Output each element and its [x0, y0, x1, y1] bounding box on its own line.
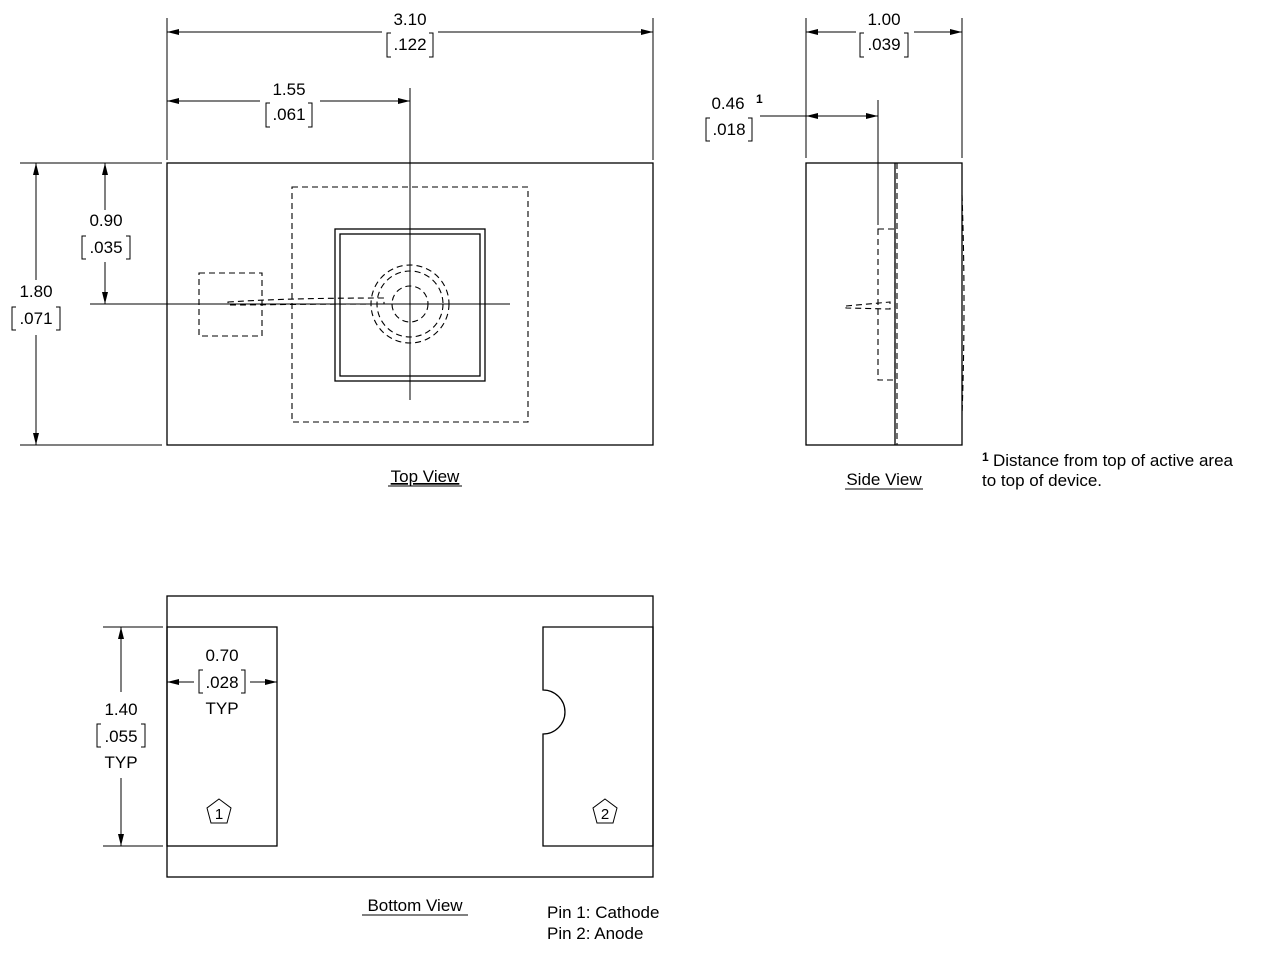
- footnote-line-2: to top of device.: [982, 471, 1102, 490]
- active-area-outer: [334, 228, 486, 382]
- hidden-lens-curve: [961, 194, 965, 416]
- bracket-right: [429, 32, 434, 58]
- side-active-mm: 0.46: [711, 94, 744, 113]
- top-center-v-mm: 0.90: [89, 211, 122, 230]
- bracket-right: [904, 32, 909, 58]
- footnote-mark: 1: [982, 450, 989, 464]
- pad-width-mm: 0.70: [205, 646, 238, 665]
- pad-width-typ: TYP: [205, 699, 238, 718]
- pin-2-marker-icon: [592, 798, 618, 824]
- bracket-right: [308, 102, 313, 128]
- pin-2-description: Pin 2: Anode: [547, 924, 643, 943]
- bottom-view-outline: [166, 595, 654, 878]
- side-view-outline: [805, 162, 963, 446]
- bracket-right: [748, 117, 753, 142]
- bracket-left: [386, 32, 391, 58]
- pin-1-marker-icon: [206, 798, 232, 824]
- pin-2-number: 2: [601, 806, 609, 823]
- hidden-active-area: [877, 228, 896, 381]
- footnote-superscript: 1: [756, 92, 763, 106]
- top-width-in: .122: [393, 35, 426, 54]
- bracket-right: [126, 235, 131, 260]
- side-thickness-in: .039: [867, 35, 900, 54]
- footnote: 1 Distance from top of active area to to…: [982, 450, 1234, 490]
- top-center-v-in: .035: [89, 238, 122, 257]
- bottom-view-title: Bottom View: [367, 896, 463, 915]
- bracket-left: [859, 32, 864, 58]
- pad-height-typ: TYP: [104, 753, 137, 772]
- bracket-left: [11, 306, 16, 331]
- bracket-left: [96, 723, 101, 748]
- top-height-in: .071: [19, 309, 52, 328]
- pin-1-description: Pin 1: Cathode: [547, 903, 659, 922]
- bracket-right: [141, 723, 146, 748]
- bracket-left: [265, 102, 270, 128]
- top-center-mm: 1.55: [272, 80, 305, 99]
- top-view-title: Top View: [391, 467, 460, 486]
- hidden-bond-wire-side: [845, 301, 891, 310]
- bracket-left: [81, 235, 86, 260]
- pin-legend: Pin 1: Cathode Pin 2: Anode: [547, 903, 659, 943]
- hidden-bond-wire: [227, 297, 385, 306]
- bracket-right: [241, 669, 246, 694]
- pad-1: [166, 626, 278, 847]
- bracket-left: [198, 669, 203, 694]
- pin-1-number: 1: [215, 806, 223, 823]
- hidden-center-circle: [391, 285, 429, 323]
- side-thickness-mm: 1.00: [867, 10, 900, 29]
- side-view-title: Side View: [846, 470, 922, 489]
- top-view: 3.10 .122 1.55 .061 1.80 .071 0.90 .035 …: [11, 10, 654, 487]
- pad-width-in: .028: [205, 673, 238, 692]
- bracket-right: [56, 306, 61, 331]
- top-center-in: .061: [272, 105, 305, 124]
- active-area-inner: [339, 233, 481, 377]
- footnote-line-1: Distance from top of active area: [993, 451, 1234, 470]
- bottom-view: 1.40 .055 TYP 0.70 .028 TYP 1 2 Bottom V…: [96, 595, 654, 916]
- pad-height-in: .055: [104, 727, 137, 746]
- hidden-ring-inner: [376, 270, 444, 338]
- pad-2: [542, 626, 654, 847]
- side-active-in: .018: [712, 120, 745, 139]
- pad-height-mm: 1.40: [104, 700, 137, 719]
- side-view: 1.00 .039 0.46 1 .018 Side View: [705, 10, 965, 490]
- top-height-mm: 1.80: [19, 282, 52, 301]
- top-width-mm: 3.10: [393, 10, 426, 29]
- bracket-left: [705, 117, 710, 142]
